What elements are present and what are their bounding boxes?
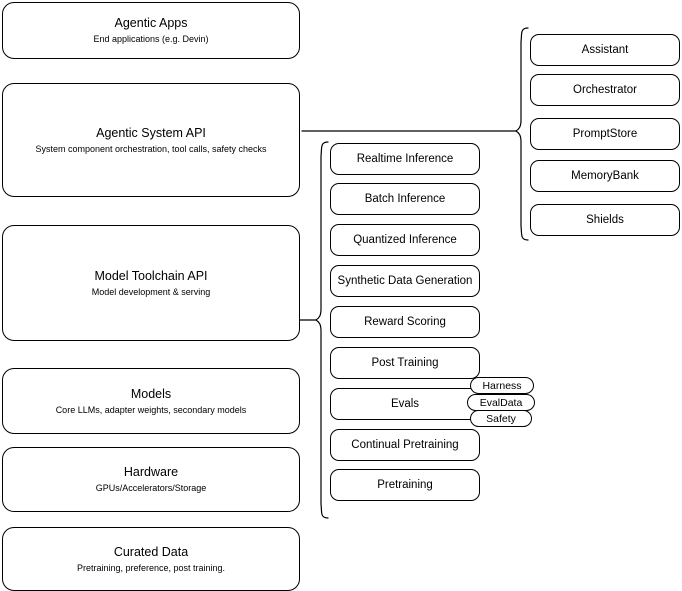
layer-subtitle: End applications (e.g. Devin) (93, 34, 209, 44)
component-label: Evals (390, 398, 420, 410)
component-synthetic-data-generation[interactable]: Synthetic Data Generation (330, 265, 480, 297)
component-assistant[interactable]: Assistant (530, 34, 680, 66)
component-label: PromptStore (572, 128, 638, 140)
layer-subtitle: Pretraining, preference, post training. (76, 562, 226, 573)
component-pretraining[interactable]: Pretraining (330, 469, 480, 501)
component-label: Pretraining (377, 479, 433, 491)
component-label: Assistant (581, 44, 629, 56)
layer-subtitle: Core LLMs, adapter weights, secondary mo… (55, 404, 247, 415)
component-memorybank[interactable]: MemoryBank (530, 160, 680, 192)
component-label: MemoryBank (571, 170, 639, 182)
right-curly-brace (515, 27, 529, 241)
layer-subtitle: System component orchestration, tool cal… (35, 143, 267, 154)
component-label: Batch Inference (364, 193, 446, 205)
component-evals[interactable]: Evals (330, 388, 480, 420)
layer-subtitle: Model development & serving (91, 286, 211, 297)
component-label: Post Training (371, 357, 439, 369)
layer-title: Models (130, 386, 172, 401)
evals-subcomponent-harness[interactable]: Harness (470, 377, 534, 394)
layer-curated-data[interactable]: Curated Data Pretraining, preference, po… (2, 527, 300, 591)
layer-agentic-system-api[interactable]: Agentic System API System component orch… (2, 83, 300, 197)
component-post-training[interactable]: Post Training (330, 347, 480, 379)
middle-curly-brace (315, 141, 329, 519)
component-label: Synthetic Data Generation (337, 275, 473, 287)
component-label: Continual Pretraining (351, 439, 459, 451)
component-label: Shields (586, 214, 624, 226)
pill-label: Safety (486, 412, 516, 425)
layer-title: Hardware (123, 465, 179, 479)
layer-subtitle: GPUs/Accelerators/Storage (95, 483, 207, 493)
component-reward-scoring[interactable]: Reward Scoring (330, 306, 480, 338)
layer-agentic-apps[interactable]: Agentic Apps End applications (e.g. Devi… (2, 2, 300, 59)
component-label: Quantized Inference (353, 234, 457, 246)
evals-subcomponent-safety[interactable]: Safety (470, 410, 532, 427)
component-label: Orchestrator (573, 84, 637, 96)
pill-label: Harness (482, 379, 522, 392)
component-promptstore[interactable]: PromptStore (530, 118, 680, 150)
layer-models[interactable]: Models Core LLMs, adapter weights, secon… (2, 368, 300, 434)
layer-model-toolchain-api[interactable]: Model Toolchain API Model development & … (2, 225, 300, 341)
component-batch-inference[interactable]: Batch Inference (330, 183, 480, 215)
component-shields[interactable]: Shields (530, 204, 680, 236)
layer-hardware[interactable]: Hardware GPUs/Accelerators/Storage (2, 447, 300, 512)
component-continual-pretraining[interactable]: Continual Pretraining (330, 429, 480, 461)
component-label: Realtime Inference (356, 153, 454, 165)
layer-title: Agentic Apps (114, 16, 188, 30)
layer-title: Model Toolchain API (94, 268, 208, 283)
component-orchestrator[interactable]: Orchestrator (530, 74, 680, 106)
evals-subcomponent-evaldata[interactable]: EvalData (467, 394, 535, 411)
component-quantized-inference[interactable]: Quantized Inference (330, 224, 480, 256)
component-realtime-inference[interactable]: Realtime Inference (330, 143, 480, 175)
component-label: Reward Scoring (364, 316, 446, 328)
layer-title: Agentic System API (96, 125, 206, 140)
layer-title: Curated Data (113, 544, 189, 559)
pill-label: EvalData (479, 396, 523, 409)
